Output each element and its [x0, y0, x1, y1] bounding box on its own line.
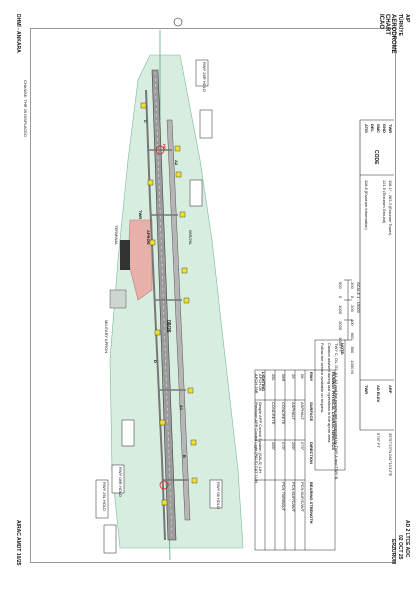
table-cell: 26 [291, 374, 296, 379]
military-apron-label: MILITARY APRON [104, 320, 109, 354]
scale-label: SCALE 1 : 15000 [356, 282, 361, 313]
tower-map-label: TWR [138, 210, 143, 220]
lighting-row: APCH 26R [254, 374, 259, 394]
table-cell: 259° [291, 442, 296, 451]
table-cell: 079° [281, 442, 286, 451]
taxiway-c-label: C [143, 120, 148, 123]
note-item: Follow-me service available on request. [320, 343, 325, 414]
hot-spot-marker [155, 145, 165, 155]
military-apron [109, 289, 127, 309]
table-cell: PCN 70/R/B/X/T [281, 482, 286, 512]
runway-parallel-label: 08R/26L [188, 230, 193, 246]
table-cell: 08R [281, 374, 286, 382]
table-header-surface: SURFACE [309, 402, 314, 422]
table-cell: 26L [271, 374, 276, 381]
terminal-label: TERMINAL [114, 225, 119, 246]
table-cell: CONCRETE [281, 402, 286, 425]
notes-box [314, 339, 346, 471]
table-cell: PCN 61/F/C/W/T [300, 482, 305, 513]
footer-left: DHMİ - ANKARA [15, 14, 21, 53]
scale-tick: 2000 [338, 321, 343, 331]
taxiway-a1-label: A1 [179, 405, 184, 411]
runway-main-label: 08/26 [165, 320, 171, 333]
runway-main [151, 69, 177, 541]
scale-m-ticks: 200 0 200 400 600 800 1000 M [350, 282, 355, 380]
taxiway-d-label: D [153, 360, 158, 363]
scale-tick: 500 [338, 282, 343, 289]
apron-label: APRON [146, 230, 151, 245]
table-grid [254, 369, 336, 551]
hot-spot-label: HS [162, 144, 167, 150]
table-cell: ASPHALT [300, 402, 305, 420]
scale-tick: 400 [350, 318, 355, 326]
callout-boxes [95, 59, 223, 554]
table-cell: 079° [300, 442, 305, 451]
scale-tick: 0 [338, 295, 343, 299]
scale-tick: 0 [350, 295, 355, 299]
scale-tick: 1000 [338, 305, 343, 315]
hot-spot-marker [159, 480, 169, 490]
scale-bar [344, 279, 352, 341]
table-cell: CONCRETE [271, 402, 276, 425]
table-cell: 259° [271, 442, 276, 451]
scale-ft-ticks: 500 0 1000 2000 3000 FT [338, 282, 343, 358]
scale-tick: 3000 FT [338, 337, 343, 353]
scale-tick: 600 [350, 332, 355, 340]
taxiway-b-label: B [182, 455, 187, 458]
north-arrow [173, 17, 183, 27]
outer-border [30, 28, 396, 563]
scale-tick: 1000 M [350, 360, 355, 374]
scale-tick: 200 [350, 305, 355, 312]
taxiway-a2-label: A2 [174, 160, 179, 166]
table-header-rwy: RWY [309, 372, 314, 382]
holding-point-markers [140, 102, 198, 506]
lighting-row-value: Precision APP Control Light (PALS) CAT I… [254, 402, 259, 484]
hold-label-1: RWY 26L HOLD [102, 482, 107, 512]
note-item: Caution advised during taxi operations i… [327, 343, 332, 444]
hold-label-4: RWY 08 HOLD [216, 482, 221, 509]
table-cell: 08 [300, 374, 305, 379]
table-cell: PCN 61/F/C/W/T [291, 482, 296, 513]
scale-tick: 200 [350, 282, 355, 289]
runway-parallel [166, 119, 191, 521]
terminal-building [120, 240, 130, 270]
table-header-direction: DIRECTION [309, 442, 314, 464]
footer-changes: CHANGE: THR 26 DISPLACED [23, 80, 28, 137]
table-header-strength: BEARING STRENGTH [309, 482, 314, 524]
hold-label-2: RWY 08R HOLD [118, 467, 123, 497]
table-cell: ASPHALT [291, 402, 296, 420]
scale-tick: 800 [350, 346, 355, 354]
hold-label-3: RWY 26R HOLD [202, 62, 207, 92]
footer-right: AIRAC AMDT 10/25 [15, 520, 21, 566]
note-item: TWY C, D1, D2, A1, A2 and the runway are… [334, 343, 339, 481]
